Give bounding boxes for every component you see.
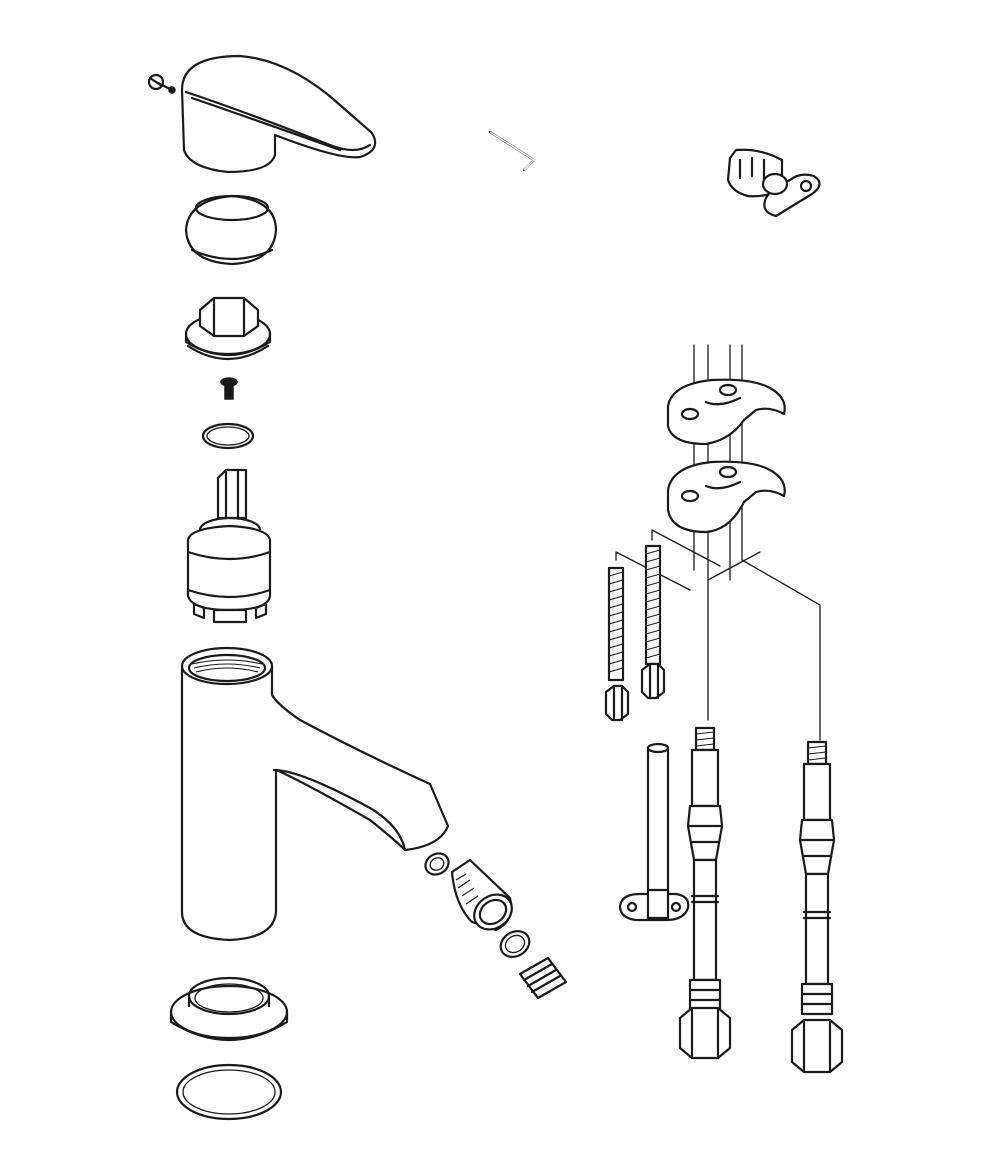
aerator-housing-icon [450,858,513,932]
mounting-plate-lower-icon [666,460,786,534]
aerator-insert-icon [518,956,568,1000]
mounting-plate-upper-icon [666,378,786,446]
threaded-rod-right-icon [640,544,666,700]
handle-screw-icon [147,73,176,94]
cartridge-tool-icon [726,148,821,218]
allen-key-icon [488,130,536,172]
faucet-body-icon [180,646,450,942]
supply-hose-left-icon [678,726,732,1060]
threaded-rod-left-icon [604,566,630,722]
lever-handle-icon [180,54,377,174]
pop-up-rod-icon [618,742,690,922]
base-gasket-icon [175,1063,283,1121]
cover-cap-icon [184,194,278,266]
aerator-washer-icon [499,930,531,958]
base-ring-icon [169,976,289,1042]
aerator-ring-icon [424,852,450,876]
set-screw-icon [220,377,238,400]
o-ring-small-icon [201,422,255,450]
supply-hose-right-icon [790,740,844,1074]
cartridge-icon [186,468,272,624]
cartridge-nut-icon [184,296,272,361]
